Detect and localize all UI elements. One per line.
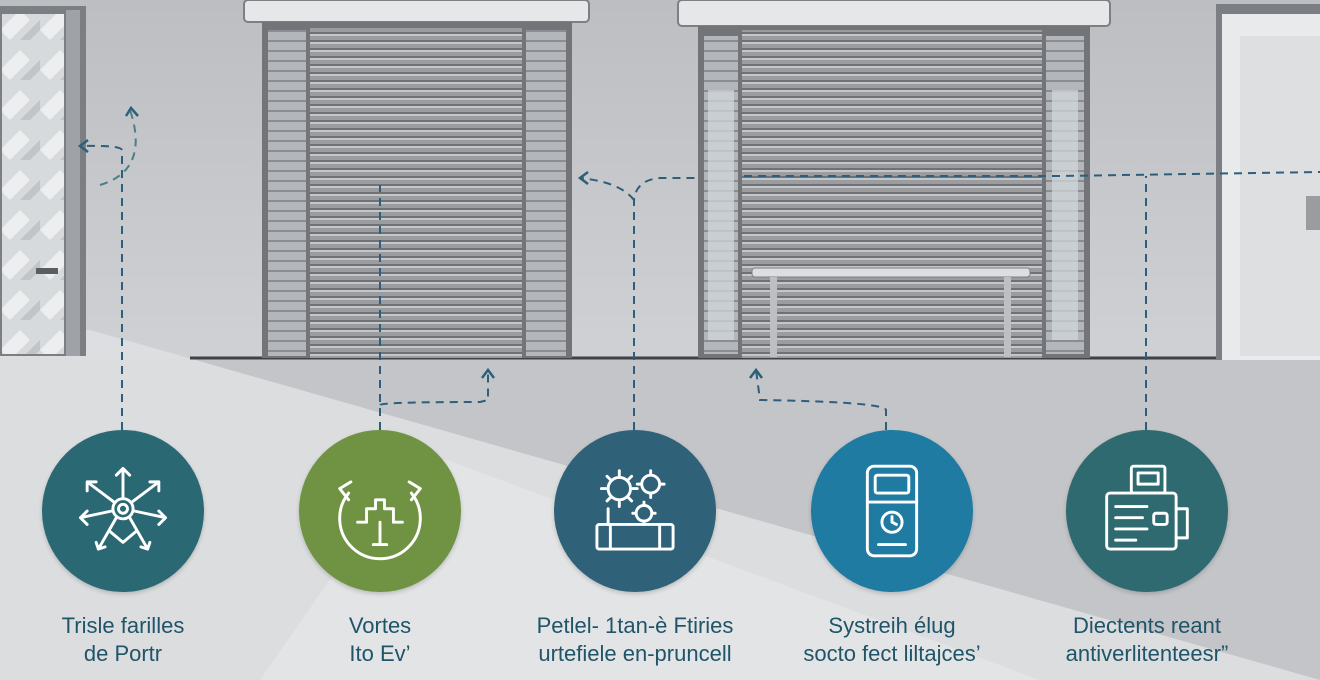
arrows-burst-icon bbox=[78, 466, 168, 551]
feature-label-2-line2: Ito Ev’ bbox=[349, 641, 411, 666]
control-panel-icon bbox=[1105, 464, 1189, 551]
feature-label-1-line2: de Portr bbox=[83, 641, 163, 666]
remote-control-icon bbox=[865, 464, 919, 558]
feature-item-3: Petlel- 1tan-è Ftiries urtefiele en-prun… bbox=[520, 430, 750, 668]
circuit-tree-icon bbox=[338, 480, 422, 561]
feature-circle-2 bbox=[299, 430, 461, 592]
feature-label-2-line1: Vortes bbox=[348, 613, 412, 638]
feature-label-1-line1: Trisle farilles bbox=[61, 613, 185, 638]
feature-item-5: Diectents reant antiverlitenteesr” bbox=[1032, 430, 1262, 668]
shutter-door-2 bbox=[677, 0, 1111, 358]
feature-label-3-line2: urtefiele en-pruncell bbox=[538, 641, 732, 666]
feature-circle-5 bbox=[1066, 430, 1228, 592]
door-right bbox=[1216, 4, 1320, 360]
feature-label-5-line1: Diectents reant bbox=[1073, 613, 1221, 638]
feature-label-3-line1: Petlel- 1tan-è Ftiries bbox=[536, 613, 734, 638]
guide-lines bbox=[79, 109, 1320, 430]
feature-circle-1 bbox=[42, 430, 204, 592]
glass-door-left bbox=[0, 6, 86, 356]
feature-label-4-line2: socto fect liltajces’ bbox=[803, 641, 981, 666]
feature-label-3: Petlel- 1tan-è Ftiries urtefiele en-prun… bbox=[537, 612, 734, 668]
feature-label-4-line1: Systreih élug bbox=[828, 613, 956, 638]
shutter-door-1 bbox=[243, 0, 590, 358]
feature-item-2: Vortes Ito Ev’ bbox=[265, 430, 495, 668]
feature-label-5: Diectents reant antiverlitenteesr” bbox=[1066, 612, 1229, 668]
feature-label-1: Trisle farilles de Portr bbox=[62, 612, 185, 668]
feature-circle-4 bbox=[811, 430, 973, 592]
feature-label-4: Systreih élug socto fect liltajces’ bbox=[803, 612, 980, 668]
feature-circle-3 bbox=[554, 430, 716, 592]
gears-box-icon bbox=[595, 469, 675, 551]
feature-item-1: Trisle farilles de Portr bbox=[8, 430, 238, 668]
wall bbox=[0, 0, 1320, 360]
guide-arrowheads bbox=[77, 105, 763, 379]
feature-label-2: Vortes Ito Ev’ bbox=[349, 612, 411, 668]
feature-label-5-line2: antiverlitenteesr” bbox=[1065, 641, 1229, 666]
feature-item-4: Systreih élug socto fect liltajces’ bbox=[777, 430, 1007, 668]
